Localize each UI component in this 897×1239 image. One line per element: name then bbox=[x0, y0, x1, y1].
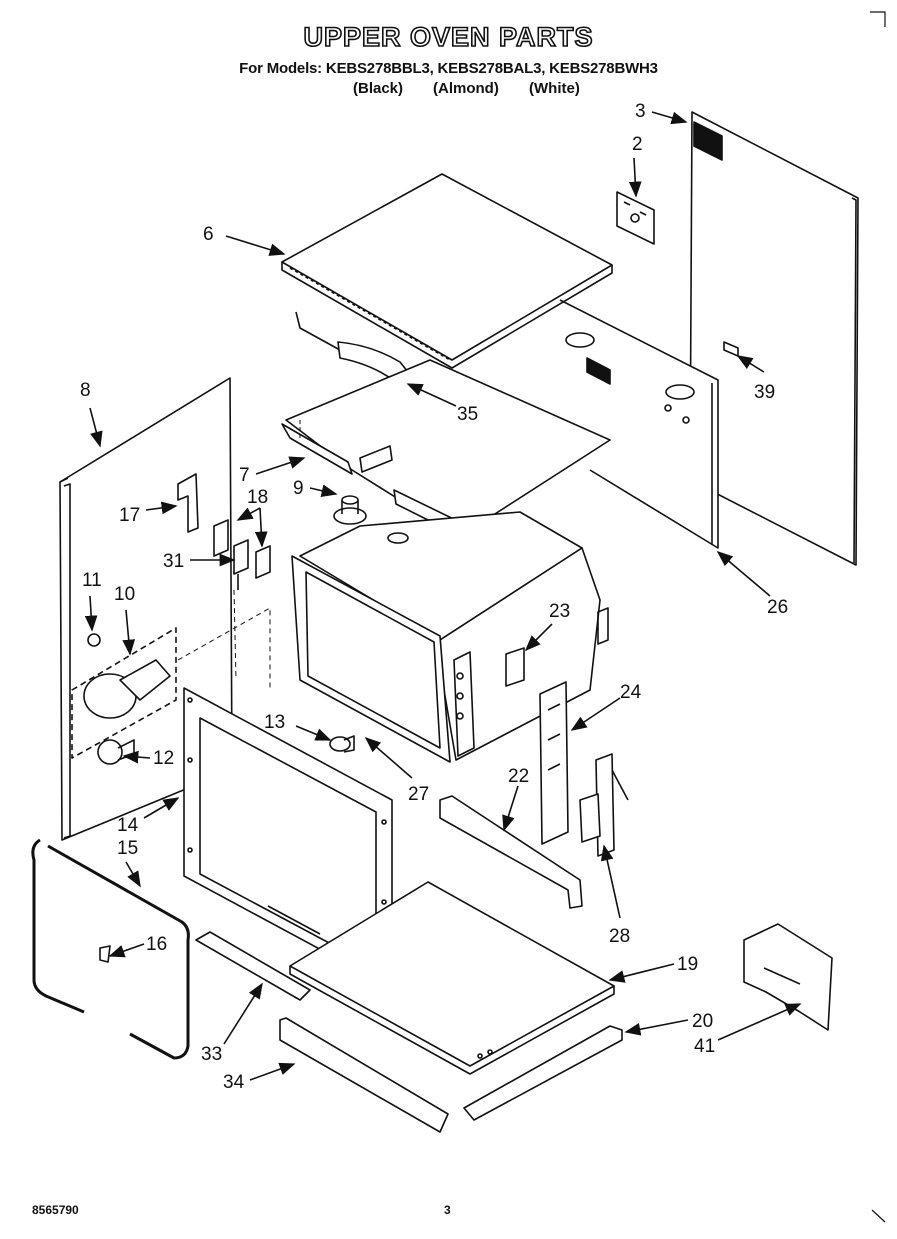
part-cover-41 bbox=[743, 923, 833, 1031]
part-inner-top-7 bbox=[281, 359, 611, 541]
part-vent-33 bbox=[195, 931, 311, 1001]
callout-20: 20 bbox=[692, 1011, 713, 1032]
part-rail-20 bbox=[463, 1025, 623, 1121]
callout-8: 8 bbox=[80, 380, 91, 401]
color-almond: (Almond) bbox=[433, 80, 499, 97]
callout-3: 3 bbox=[635, 101, 646, 122]
document-number: 8565790 bbox=[32, 1203, 79, 1217]
callout-10: 10 bbox=[114, 584, 135, 605]
page-title: UPPER OVEN PARTS bbox=[303, 21, 594, 53]
callout-26: 26 bbox=[767, 597, 788, 618]
callout-27: 27 bbox=[408, 784, 429, 805]
callout-9: 9 bbox=[293, 478, 304, 499]
callout-12: 12 bbox=[153, 748, 174, 769]
part-front-rail-34 bbox=[279, 1017, 449, 1133]
part-bottom-panel-19 bbox=[289, 881, 615, 1075]
part-gasket-15 bbox=[31, 838, 190, 1060]
part-bracket-2 bbox=[616, 191, 655, 245]
callout-15: 15 bbox=[117, 838, 138, 859]
callout-23: 23 bbox=[549, 601, 570, 622]
part-button-9 bbox=[333, 495, 367, 525]
callout-11: 11 bbox=[82, 570, 102, 591]
part-bracket-23 bbox=[505, 647, 525, 687]
corner-mark bbox=[871, 1209, 886, 1223]
callout-labels: 3 2 6 39 8 35 7 18 9 17 31 26 11 10 23 2… bbox=[80, 101, 788, 1093]
callout-28: 28 bbox=[609, 926, 630, 947]
callout-41: 41 bbox=[694, 1036, 715, 1057]
part-bracket-17 bbox=[177, 473, 199, 533]
callout-14: 14 bbox=[117, 815, 139, 836]
part-light-assembly bbox=[71, 627, 177, 765]
part-knob-13 bbox=[329, 735, 355, 753]
callout-16: 16 bbox=[146, 934, 167, 955]
part-back-panel bbox=[689, 111, 859, 566]
callout-39: 39 bbox=[754, 382, 775, 403]
callout-24: 24 bbox=[620, 682, 642, 703]
callout-13: 13 bbox=[264, 712, 285, 733]
callout-7: 7 bbox=[239, 465, 250, 486]
callout-17: 17 bbox=[119, 505, 140, 526]
callout-34: 34 bbox=[223, 1072, 245, 1093]
part-bracket-24 bbox=[539, 681, 569, 845]
part-top-panel-6 bbox=[281, 173, 613, 369]
part-hinge-28 bbox=[579, 753, 629, 857]
callout-22: 22 bbox=[508, 766, 529, 787]
callout-19: 19 bbox=[677, 954, 698, 975]
models-line: For Models: KEBS278BBL3, KEBS278BAL3, KE… bbox=[239, 60, 658, 77]
color-black: (Black) bbox=[353, 80, 404, 97]
callout-18: 18 bbox=[247, 487, 268, 508]
callout-35: 35 bbox=[457, 404, 478, 425]
color-white: (White) bbox=[529, 80, 580, 97]
part-rail-22 bbox=[439, 795, 583, 909]
callout-31: 31 bbox=[163, 551, 184, 572]
corner-mark bbox=[870, 11, 886, 27]
callout-2: 2 bbox=[632, 134, 643, 155]
callout-33: 33 bbox=[201, 1044, 222, 1065]
part-side-panel-26 bbox=[559, 299, 719, 549]
page-number: 3 bbox=[444, 1203, 451, 1217]
callout-6: 6 bbox=[203, 224, 214, 245]
